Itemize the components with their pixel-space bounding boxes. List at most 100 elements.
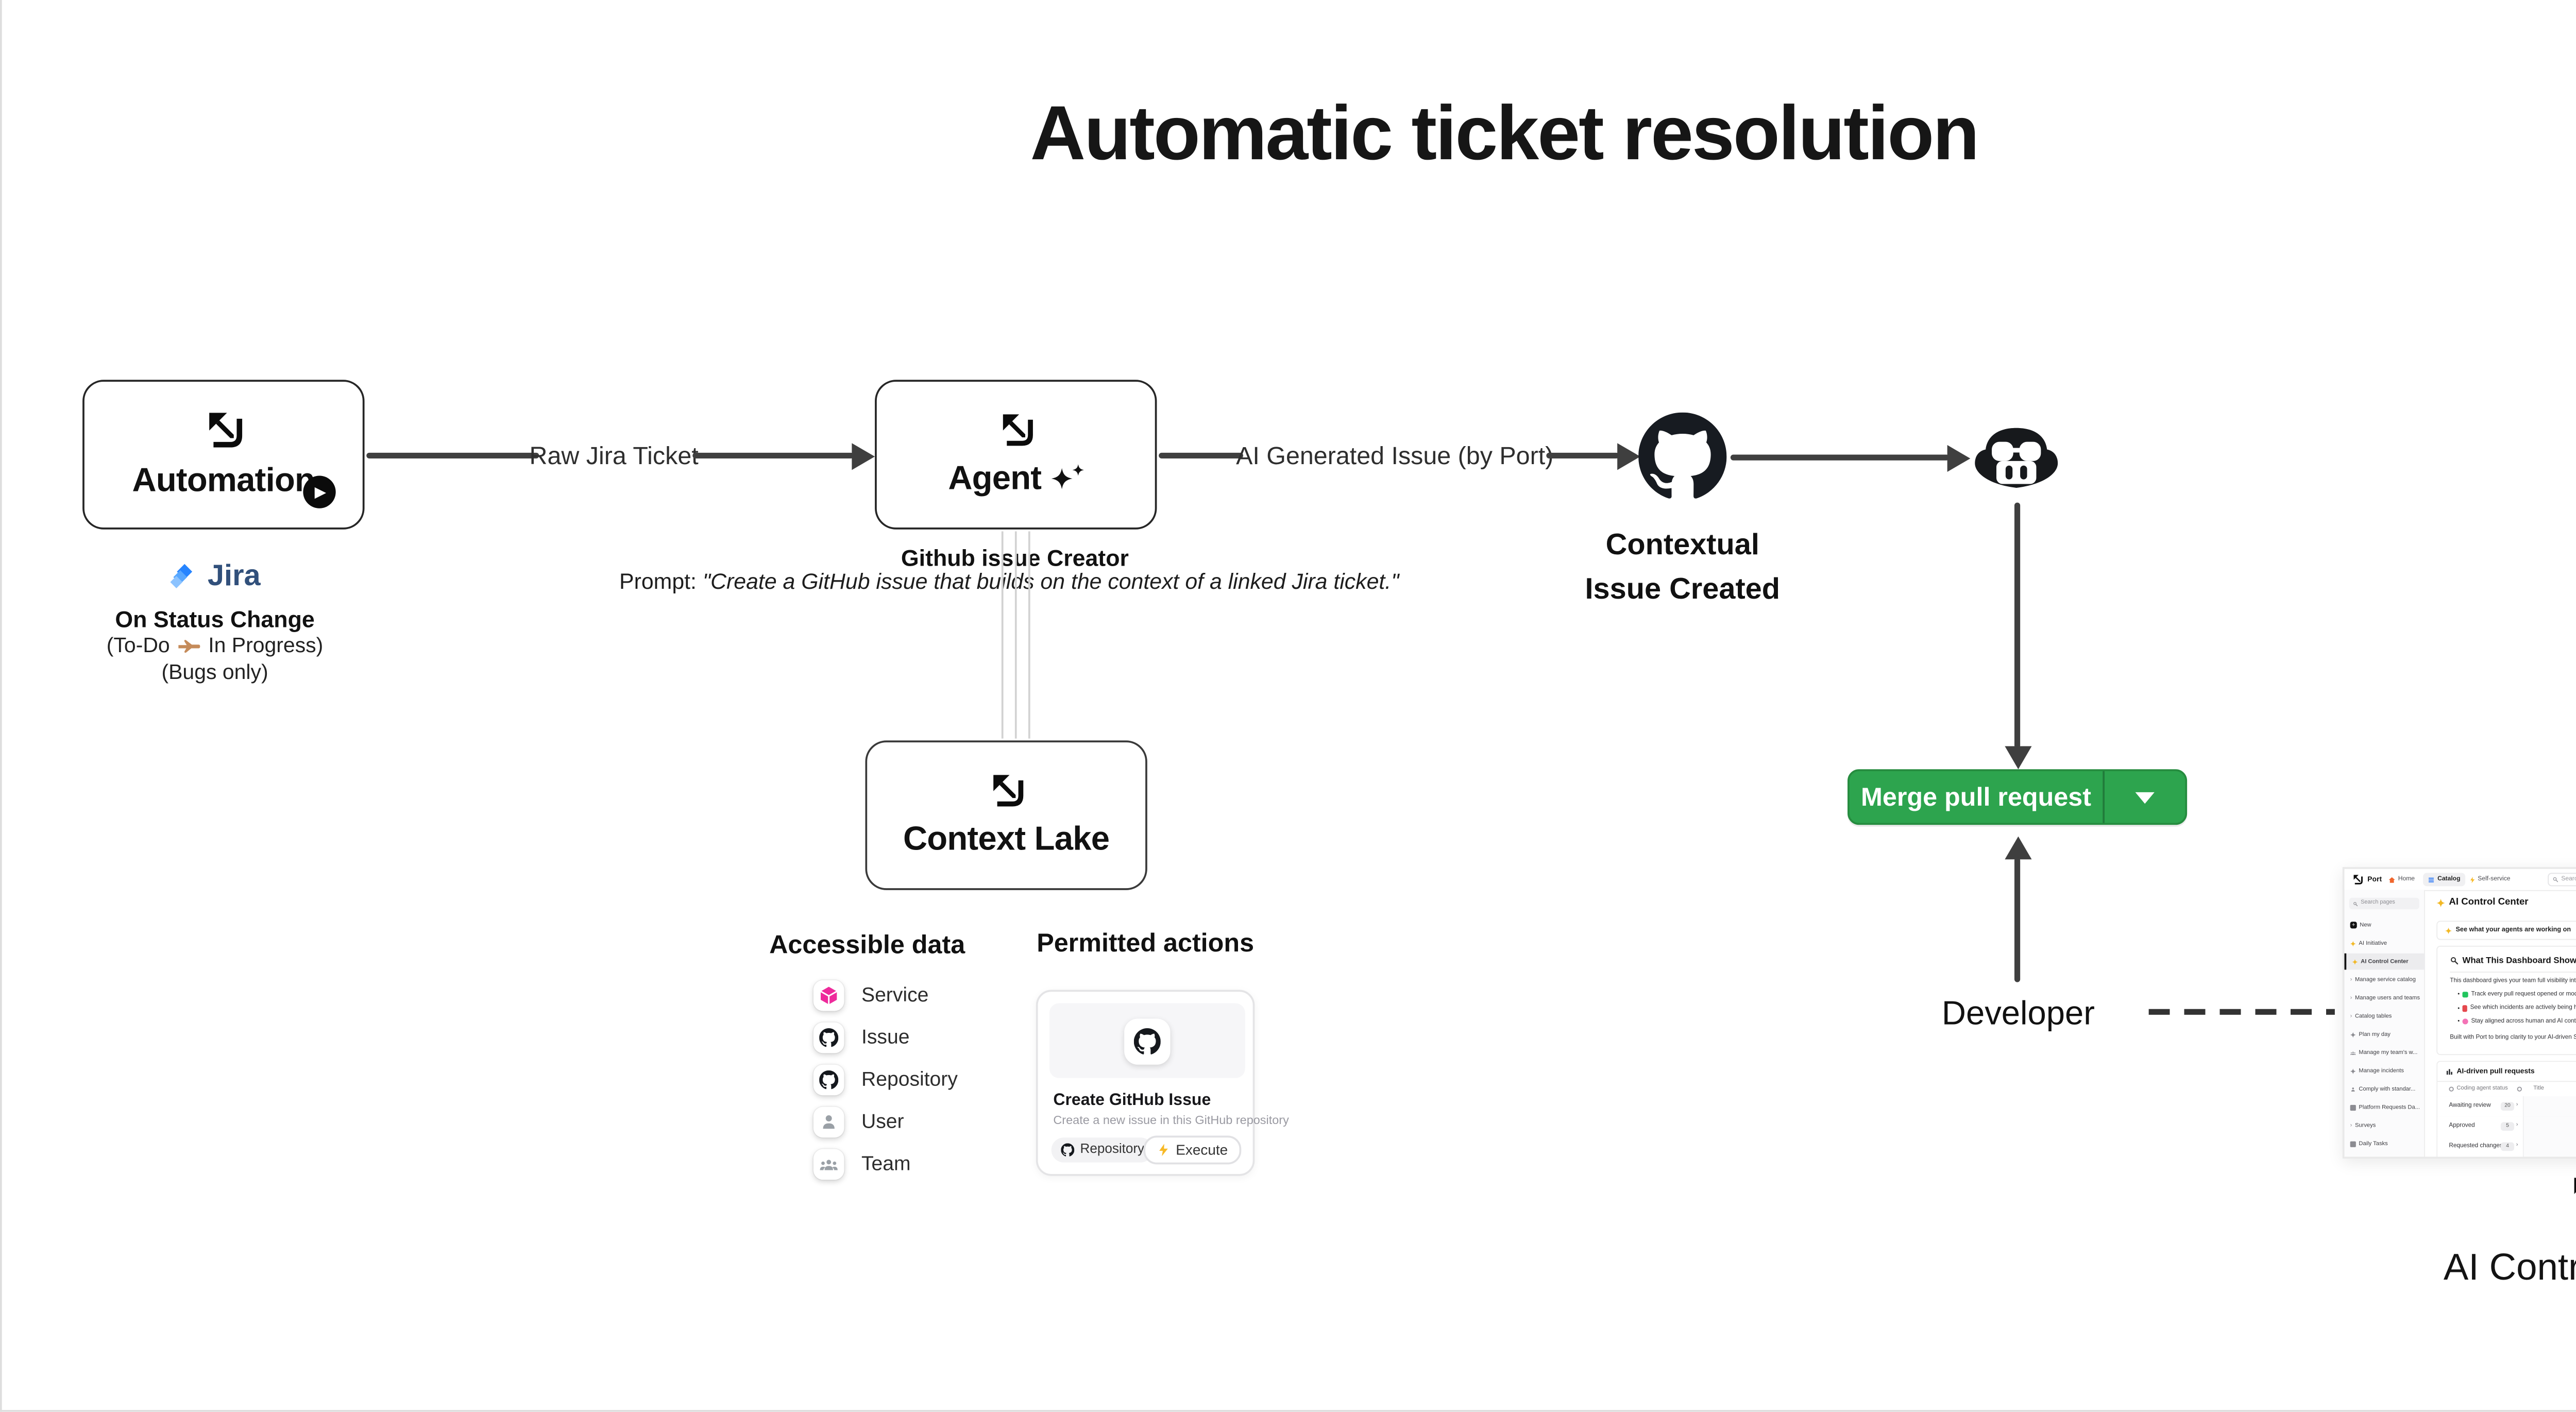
port-logo-icon bbox=[997, 411, 1035, 449]
context-lake-node[interactable]: Context Lake bbox=[865, 740, 1147, 890]
sidebar-item-new[interactable]: +New bbox=[2344, 917, 2425, 933]
sidebar-item-label: Manage my team's w... bbox=[2359, 1049, 2418, 1056]
context-lake-label: Context Lake bbox=[903, 819, 1110, 858]
check-icon bbox=[2462, 992, 2468, 998]
arrowhead-down-icon bbox=[2005, 746, 2032, 770]
catalog-icon bbox=[2428, 877, 2434, 882]
agents-banner-text: See what your agents are working on bbox=[2455, 926, 2571, 933]
status-cell: Awaiting review 20 › bbox=[2437, 1096, 2524, 1117]
chevron-right-icon: › bbox=[2350, 995, 2352, 1001]
merge-options-dropdown[interactable] bbox=[2105, 771, 2185, 823]
column-title[interactable]: Title bbox=[2533, 1085, 2544, 1092]
global-search-input[interactable]: Search ⌘ K bbox=[2548, 873, 2576, 887]
context-connector-line bbox=[1028, 531, 1031, 739]
dashboard-icon bbox=[2350, 1104, 2356, 1111]
port-logo-icon bbox=[987, 771, 1025, 809]
tasks-icon bbox=[2350, 1141, 2356, 1147]
nav-item-catalog-label: Catalog bbox=[2437, 875, 2461, 882]
sparkle-icon bbox=[2352, 959, 2358, 964]
sidebar-item-manage-users-teams[interactable]: ›Manage users and teams bbox=[2344, 990, 2425, 1006]
nav-item-catalog[interactable]: Catalog bbox=[2423, 873, 2465, 887]
merge-button-divider bbox=[2103, 771, 2105, 823]
table-row[interactable]: Requested changes 4 › bbox=[2437, 1136, 2576, 1157]
sparkle-icon bbox=[2350, 941, 2356, 946]
execute-button[interactable]: Execute bbox=[1143, 1135, 1242, 1165]
sidebar-item-label: AI Initiative bbox=[2359, 940, 2387, 946]
trigger-transition-to: In Progress) bbox=[208, 635, 324, 658]
lightning-icon bbox=[1157, 1143, 1170, 1156]
overview-bullet-1: • Track every pull request opened or mod… bbox=[2458, 991, 2576, 998]
table-row[interactable]: Approved 5 › bbox=[2437, 1116, 2576, 1138]
info-icon bbox=[2517, 1086, 2522, 1092]
bullet-text: See which incidents are actively being h… bbox=[2470, 1005, 2576, 1012]
bottom-window-edge bbox=[0, 1409, 2576, 1412]
sidebar-item-ai-control-center[interactable]: AI Control Center bbox=[2344, 953, 2425, 970]
sidebar-item-catalog-tables[interactable]: ›Catalog tables bbox=[2344, 1008, 2425, 1025]
sidebar-item-label: Surveys bbox=[2354, 1122, 2376, 1129]
play-icon bbox=[315, 486, 327, 498]
sidebar-item-label: Manage service catalog bbox=[2354, 977, 2416, 983]
merge-pull-request-button[interactable]: Merge pull request bbox=[1848, 769, 2188, 825]
sidebar-item-plan-my-day[interactable]: Plan my day bbox=[2344, 1026, 2425, 1043]
repository-chip[interactable]: Repository bbox=[1051, 1137, 1154, 1163]
arrow-automation-agent-label: Raw Jira Ticket bbox=[529, 441, 699, 470]
sidebar-item-label: Comply with standar... bbox=[2359, 1086, 2416, 1092]
service-tile bbox=[813, 980, 844, 1011]
play-button[interactable] bbox=[303, 475, 336, 508]
thumb-navbar: Port Home Catalog Self-service Search ⌘ … bbox=[2344, 869, 2576, 891]
accessible-data-label: Issue bbox=[861, 1026, 910, 1049]
page-title: Automatic ticket resolution bbox=[1030, 92, 1980, 177]
incident-icon bbox=[2350, 1068, 2356, 1074]
nav-item-self-service[interactable]: Self-service bbox=[2478, 875, 2511, 882]
arrow-github-copilot-segment bbox=[1730, 454, 1950, 462]
accessible-data-item-repository: Repository bbox=[813, 1064, 958, 1096]
arrowhead-right-icon bbox=[1947, 445, 1971, 472]
port-logo-icon bbox=[202, 409, 245, 451]
sparkle-icon bbox=[2445, 927, 2452, 934]
automation-node[interactable]: Automation bbox=[82, 380, 365, 530]
github-caption-line1: Contextual bbox=[1605, 529, 1759, 563]
column-coding-agent-status[interactable]: Coding agent status bbox=[2456, 1085, 2508, 1092]
arrow-automation-agent-segment bbox=[366, 452, 539, 460]
nav-item-home[interactable]: Home bbox=[2398, 875, 2415, 882]
github-icon bbox=[1638, 413, 1726, 501]
arrow-automation-agent-segment2 bbox=[692, 452, 854, 460]
jira-icon bbox=[170, 564, 193, 588]
ai-control-center-screenshot[interactable]: Port Home Catalog Self-service Search ⌘ … bbox=[2342, 867, 2576, 1159]
table-row[interactable]: Awaiting review 20 › bbox=[2437, 1096, 2576, 1118]
user-icon bbox=[819, 1113, 838, 1132]
ai-control-center-label: AI Control Center bbox=[2443, 1247, 2576, 1289]
table-header-row: Coding agent status Title Pull Request U… bbox=[2437, 1081, 2576, 1098]
context-connector-line bbox=[1014, 531, 1018, 739]
bullet-text: Track every pull request opened or modif… bbox=[2471, 991, 2576, 998]
sidebar-item-platform-requests[interactable]: Platform Requests Da... bbox=[2344, 1099, 2425, 1116]
agent-node[interactable]: Agent bbox=[875, 380, 1157, 530]
action-card-create-github-issue[interactable]: Create GitHub Issue Create a new issue i… bbox=[1036, 990, 1289, 1176]
sidebar-item-manage-incidents[interactable]: Manage incidents bbox=[2344, 1063, 2425, 1079]
team-icon bbox=[2350, 1050, 2356, 1056]
sparkle-icon bbox=[2436, 899, 2445, 908]
sidebar-search-input[interactable]: Search pages bbox=[2349, 897, 2419, 910]
agent-prompt-prefix: Prompt: bbox=[619, 571, 703, 595]
arrow-developer-merge-line bbox=[2014, 857, 2021, 982]
sidebar-item-manage-service-catalog[interactable]: ›Manage service catalog bbox=[2344, 972, 2425, 988]
github-icon bbox=[1134, 1027, 1161, 1054]
sidebar-item-manage-teams-work[interactable]: Manage my team's w... bbox=[2344, 1045, 2425, 1061]
action-card-cover bbox=[1049, 1003, 1245, 1078]
action-card-description: Create a new issue in this GitHub reposi… bbox=[1053, 1114, 1289, 1128]
accessible-data-item-team: Team bbox=[813, 1149, 911, 1180]
sidebar-search-placeholder: Search pages bbox=[2361, 899, 2395, 906]
service-cube-icon bbox=[819, 986, 838, 1005]
user-tile bbox=[813, 1107, 844, 1138]
sidebar-item-daily-tasks[interactable]: Daily Tasks bbox=[2344, 1135, 2425, 1152]
arrow-agent-github-label: AI Generated Issue (by Port) bbox=[1236, 441, 1554, 470]
sidebar-item-surveys[interactable]: ›Surveys bbox=[2344, 1117, 2425, 1134]
trigger-transition-from: (To-Do bbox=[106, 635, 170, 658]
action-card-title: Create GitHub Issue bbox=[1053, 1090, 1211, 1109]
plus-icon: + bbox=[2350, 922, 2357, 929]
sidebar-item-comply-standards[interactable]: Comply with standar... bbox=[2344, 1081, 2425, 1097]
execute-button-label: Execute bbox=[1176, 1141, 1228, 1159]
sidebar-item-ai-initiative[interactable]: AI Initiative bbox=[2344, 935, 2425, 951]
team-icon bbox=[819, 1155, 838, 1174]
github-icon bbox=[1061, 1143, 1074, 1156]
